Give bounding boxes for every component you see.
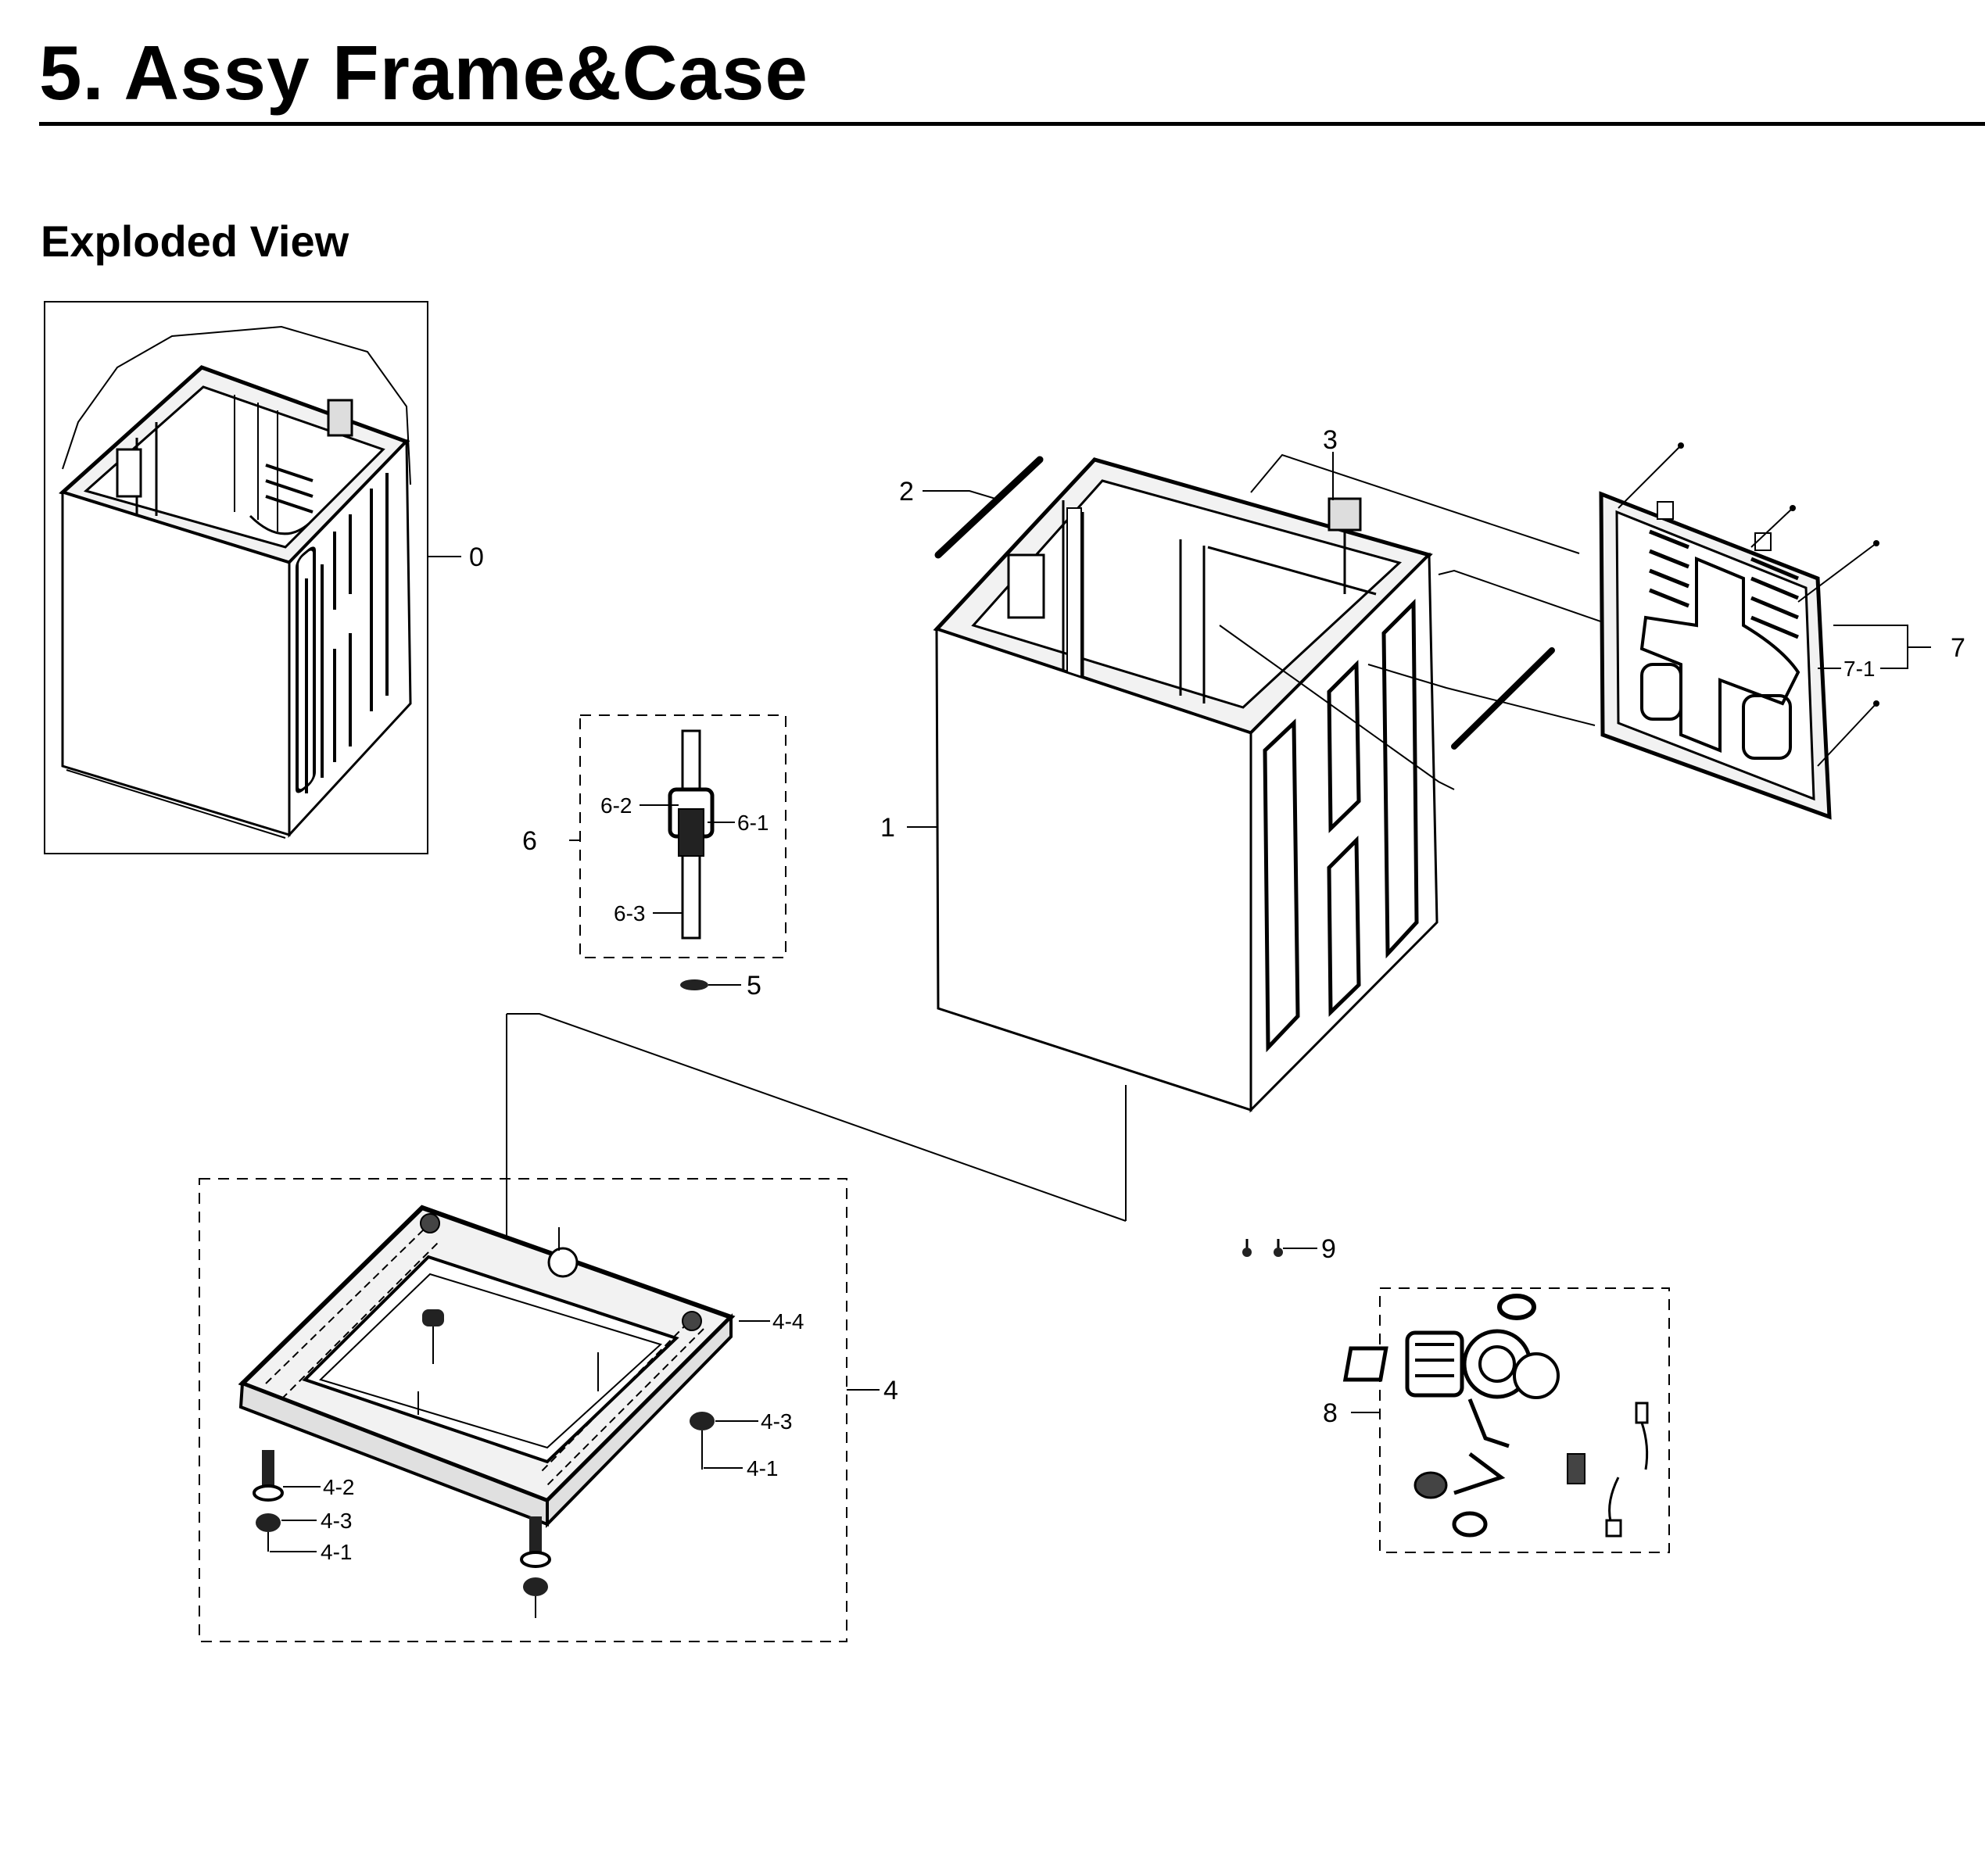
strip-part-2 (934, 456, 1044, 559)
title-rule (39, 122, 1985, 126)
callout-6-1: 6-1 (737, 811, 769, 835)
callout-6: 6 (522, 826, 537, 856)
callout-6-3: 6-3 (614, 901, 645, 925)
callout-4-2: 4-2 (323, 1475, 354, 1499)
back-panel-part-7 (1599, 442, 1879, 820)
callout-7: 7 (1951, 633, 1965, 663)
clip-part-5 (680, 979, 708, 990)
callout-4-4: 4-4 (772, 1309, 804, 1334)
screws-part-9 (1242, 1239, 1283, 1257)
callout-8: 8 (1323, 1398, 1338, 1428)
callout-9: 9 (1321, 1234, 1336, 1264)
leveling-feet (253, 1412, 715, 1618)
callout-1: 1 (880, 813, 895, 843)
section-title: Exploded View (41, 217, 349, 266)
callout-3: 3 (1323, 425, 1338, 455)
callout-0: 0 (469, 542, 484, 572)
callout-7-1: 7-1 (1843, 657, 1875, 681)
base-frame-part-4 (238, 1205, 736, 1528)
group-6-box (579, 714, 786, 958)
callout-4-1-left: 4-1 (321, 1540, 352, 1564)
page-title: 5. Assy Frame&Case (39, 30, 809, 116)
callout-4-3-right: 4-3 (761, 1409, 792, 1434)
reference-assembly-box (44, 301, 428, 854)
callout-2: 2 (899, 477, 914, 507)
group-4-box (199, 1178, 847, 1642)
callout-4: 4 (883, 1376, 898, 1405)
cabinet-part-1 (933, 457, 1439, 1113)
hose-part-6 (668, 729, 715, 940)
callout-4-1-right: 4-1 (747, 1456, 778, 1480)
group-8-box (1379, 1287, 1670, 1553)
callout-6-2: 6-2 (600, 793, 632, 818)
callout-4-3-left: 4-3 (321, 1509, 352, 1533)
callout-5: 5 (747, 971, 761, 1001)
rod-part (1451, 647, 1555, 750)
drain-pump-part-8 (1342, 1294, 1649, 1538)
